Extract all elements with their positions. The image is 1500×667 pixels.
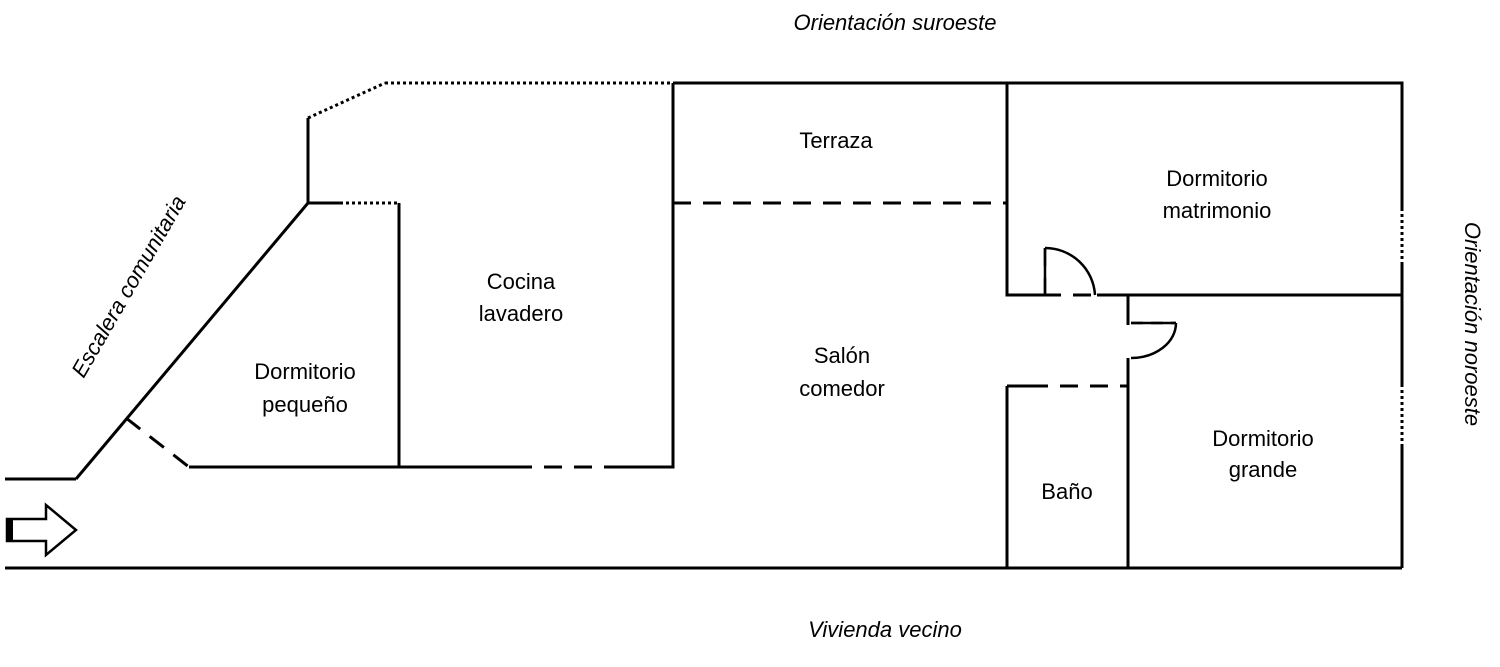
room-label-cocina-line1: Cocina [487, 269, 556, 294]
orientation-left-label: Escalera comunitaria [66, 191, 190, 381]
window-kitchen-diagonal [307, 81, 386, 120]
opening-entrance [125, 416, 190, 469]
solid-walls [5, 81, 1404, 570]
dotted-windows [307, 81, 1404, 447]
door-large-bedroom-icon [1130, 321, 1178, 360]
wall-kitchen-bottom-right [612, 83, 675, 469]
dashed-openings [125, 201, 1128, 469]
room-label-cocina-line2: lavadero [479, 301, 563, 326]
wall-staircase-diagonal [74, 202, 310, 480]
room-label-dormitorio-matrimonio-line2: matrimonio [1163, 198, 1272, 223]
room-label-salon-line1: Salón [814, 343, 870, 368]
door-master-bedroom-icon [1043, 246, 1097, 296]
room-label-dormitorio-pequeno-line1: Dormitorio [254, 359, 355, 384]
entrance-arrow-icon [5, 502, 78, 558]
room-label-dormitorio-matrimonio-line1: Dormitorio [1166, 166, 1267, 191]
room-label-dormitorio-grande-line2: grande [1229, 457, 1298, 482]
room-label-dormitorio-grande-line1: Dormitorio [1212, 426, 1313, 451]
room-label-terraza: Terraza [799, 128, 873, 153]
door-swings [1043, 246, 1178, 360]
room-label-salon-line2: comedor [799, 376, 885, 401]
wall-exterior-top-right [673, 81, 1404, 208]
room-label-bano: Baño [1041, 479, 1092, 504]
orientation-right-label: Orientación noroeste [1460, 222, 1485, 426]
orientation-bottom-label: Vivienda vecino [808, 617, 962, 642]
wall-terrace-bedroom [1005, 83, 1043, 297]
orientation-top-label: Orientación suroeste [794, 10, 997, 35]
room-label-dormitorio-pequeno-line2: pequeño [262, 392, 348, 417]
entrance-arrow-tail-icon [6, 519, 13, 541]
